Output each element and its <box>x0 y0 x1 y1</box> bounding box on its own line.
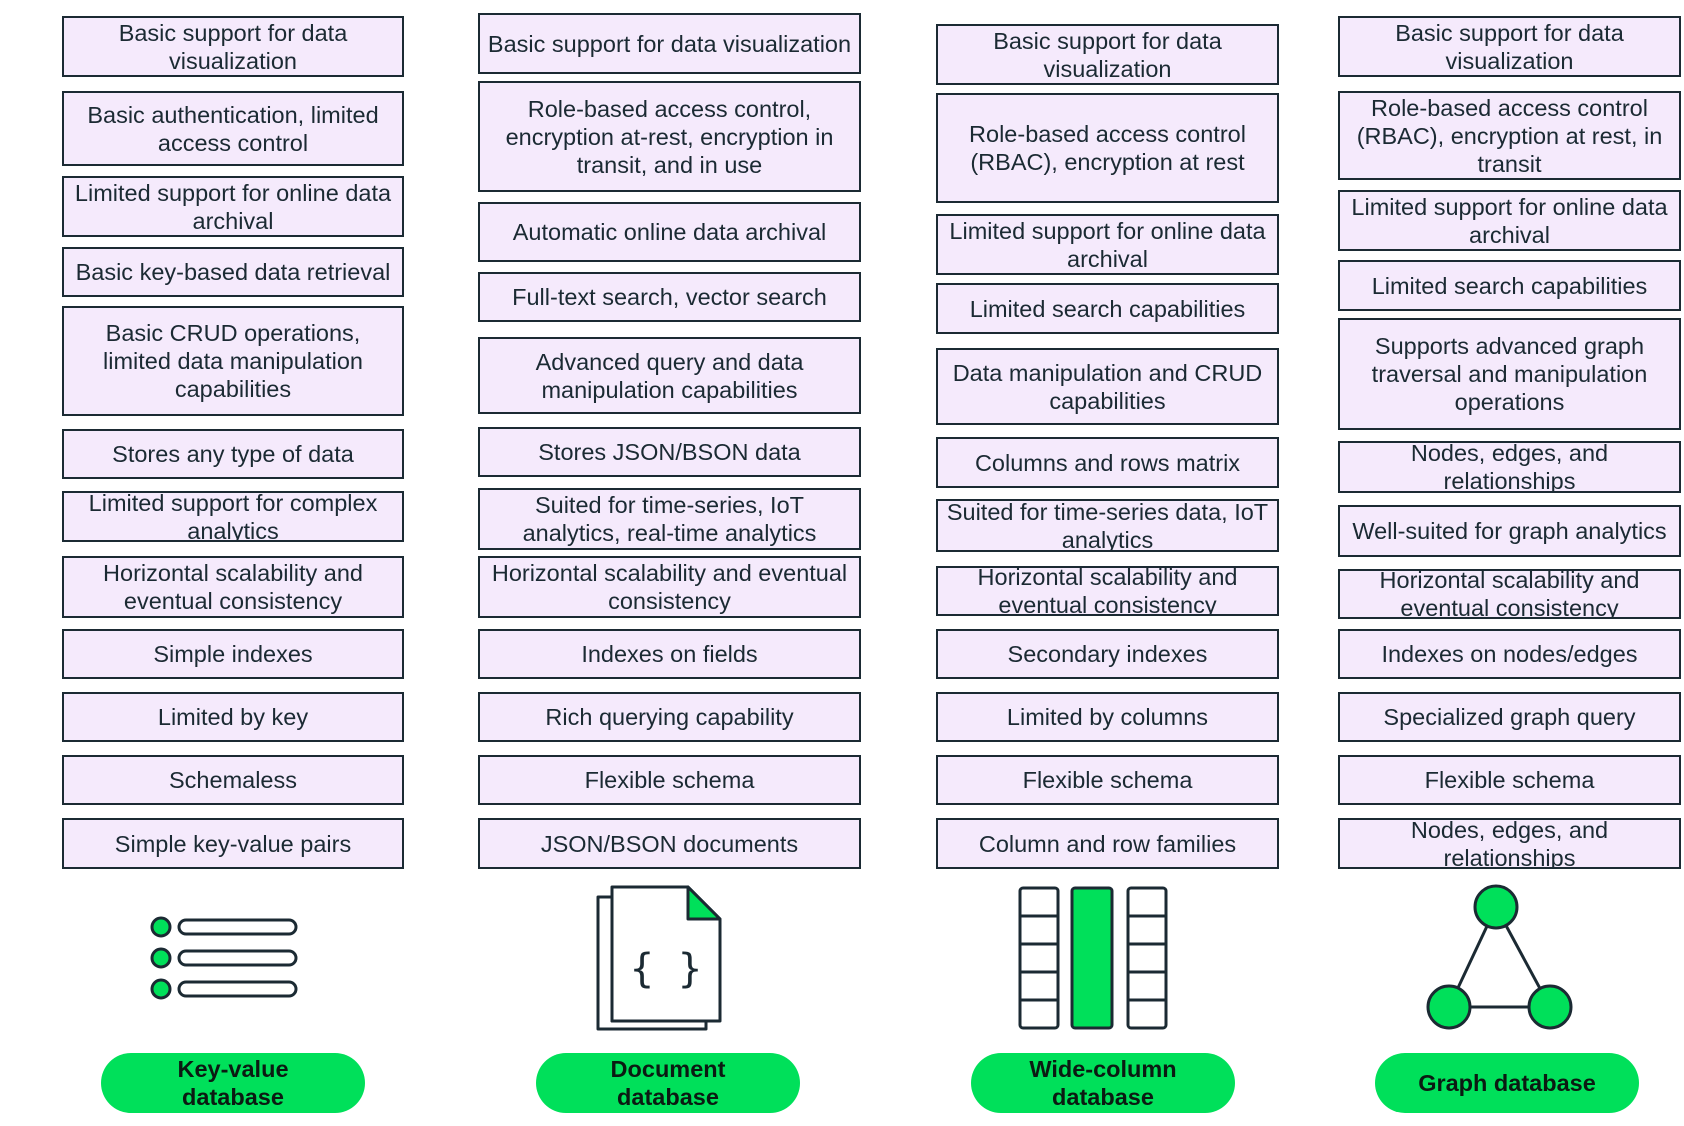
wide-label-pill: Wide-column database <box>971 1053 1235 1113</box>
kv-feature-box: Simple indexes <box>62 629 404 679</box>
wide-feature-box: Data manipulation and CRUD capabilities <box>936 348 1279 425</box>
graph-feature-box: Limited search capabilities <box>1338 260 1681 311</box>
kv-feature-box: Basic CRUD operations, limited data mani… <box>62 306 404 416</box>
kv-feature-box: Basic authentication, limited access con… <box>62 91 404 166</box>
doc-feature-box: Indexes on fields <box>478 629 861 679</box>
kv-feature-box: Limited by key <box>62 692 404 742</box>
graph-feature-box: Nodes, edges, and relationships <box>1338 441 1681 493</box>
kv-feature-box: Stores any type of data <box>62 429 404 479</box>
graph-feature-box: Supports advanced graph traversal and ma… <box>1338 318 1681 430</box>
kv-feature-box: Basic support for data visualization <box>62 16 404 77</box>
graph-feature-box: Flexible schema <box>1338 755 1681 805</box>
doc-label-pill: Document database <box>536 1053 800 1113</box>
graph-triangle-icon <box>1426 884 1573 1030</box>
kv-feature-box: Limited support for online data archival <box>62 176 404 237</box>
graph-label-pill: Graph database <box>1375 1053 1639 1113</box>
graph-feature-box: Indexes on nodes/edges <box>1338 629 1681 679</box>
key-value-list-icon <box>150 916 298 1000</box>
graph-feature-box: Role-based access control (RBAC), encryp… <box>1338 91 1681 180</box>
wide-feature-box: Basic support for data visualization <box>936 24 1279 85</box>
kv-feature-box: Limited support for complex analytics <box>62 491 404 542</box>
kv-feature-box: Horizontal scalability and eventual cons… <box>62 556 404 618</box>
doc-feature-box: Full-text search, vector search <box>478 272 861 322</box>
wide-column-icon <box>1018 886 1168 1030</box>
wide-feature-box: Column and row families <box>936 818 1279 869</box>
wide-feature-box: Limited search capabilities <box>936 283 1279 334</box>
doc-feature-box: Suited for time-series, IoT analytics, r… <box>478 488 861 550</box>
kv-feature-box: Schemaless <box>62 755 404 805</box>
kv-feature-box: Simple key-value pairs <box>62 818 404 869</box>
wide-feature-box: Columns and rows matrix <box>936 437 1279 488</box>
doc-feature-box: Role-based access control, encryption at… <box>478 81 861 192</box>
wide-feature-box: Limited by columns <box>936 692 1279 742</box>
json-document-icon: { } <box>596 885 722 1031</box>
graph-feature-box: Specialized graph query <box>1338 692 1681 742</box>
doc-feature-box: Flexible schema <box>478 755 861 805</box>
graph-feature-box: Well-suited for graph analytics <box>1338 505 1681 557</box>
wide-feature-box: Limited support for online data archival <box>936 214 1279 275</box>
graph-feature-box: Limited support for online data archival <box>1338 190 1681 251</box>
wide-feature-box: Role-based access control (RBAC), encryp… <box>936 93 1279 203</box>
graph-feature-box: Nodes, edges, and relationships <box>1338 818 1681 869</box>
graph-feature-box: Horizontal scalability and eventual cons… <box>1338 569 1681 619</box>
doc-feature-box: Basic support for data visualization <box>478 13 861 74</box>
kv-label-pill: Key-value database <box>101 1053 365 1113</box>
doc-feature-box: Rich querying capability <box>478 692 861 742</box>
wide-feature-box: Flexible schema <box>936 755 1279 805</box>
doc-feature-box: Horizontal scalability and eventual cons… <box>478 556 861 618</box>
kv-feature-box: Basic key-based data retrieval <box>62 247 404 297</box>
doc-feature-box: Advanced query and data manipulation cap… <box>478 337 861 414</box>
graph-feature-box: Basic support for data visualization <box>1338 16 1681 77</box>
wide-feature-box: Secondary indexes <box>936 629 1279 679</box>
doc-feature-box: Automatic online data archival <box>478 202 861 262</box>
wide-feature-box: Horizontal scalability and eventual cons… <box>936 566 1279 616</box>
doc-feature-box: Stores JSON/BSON data <box>478 427 861 477</box>
wide-feature-box: Suited for time-series data, IoT analyti… <box>936 499 1279 552</box>
doc-feature-box: JSON/BSON documents <box>478 818 861 869</box>
svg-text:{ }: { } <box>630 946 702 992</box>
